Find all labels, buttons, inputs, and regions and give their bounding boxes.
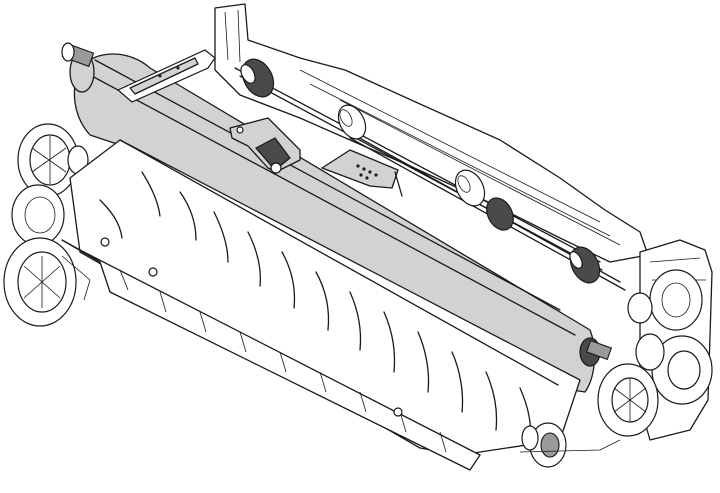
right-gear-lower bbox=[597, 363, 659, 437]
right-shaft-end bbox=[579, 337, 613, 367]
rear-frame bbox=[214, 3, 649, 263]
left-gear-middle bbox=[11, 184, 65, 246]
fuser-sleeve bbox=[69, 51, 596, 393]
left-shaft-end bbox=[61, 42, 95, 68]
right-gear-upper bbox=[627, 269, 703, 331]
right-gear-middle bbox=[635, 333, 713, 405]
lower-housing bbox=[61, 237, 481, 471]
pickup-roller-3 bbox=[454, 169, 486, 207]
bottom-bearing bbox=[519, 422, 621, 468]
pickup-roller-5 bbox=[569, 246, 601, 284]
top-bracket bbox=[116, 49, 216, 103]
pickup-roller-2 bbox=[337, 104, 367, 140]
left-gear-lower bbox=[3, 237, 91, 327]
thermistor-bracket bbox=[229, 117, 301, 174]
pickup-roller-4 bbox=[486, 197, 514, 231]
pickup-roller-1 bbox=[240, 58, 275, 98]
sensor-bracket bbox=[321, 149, 403, 197]
